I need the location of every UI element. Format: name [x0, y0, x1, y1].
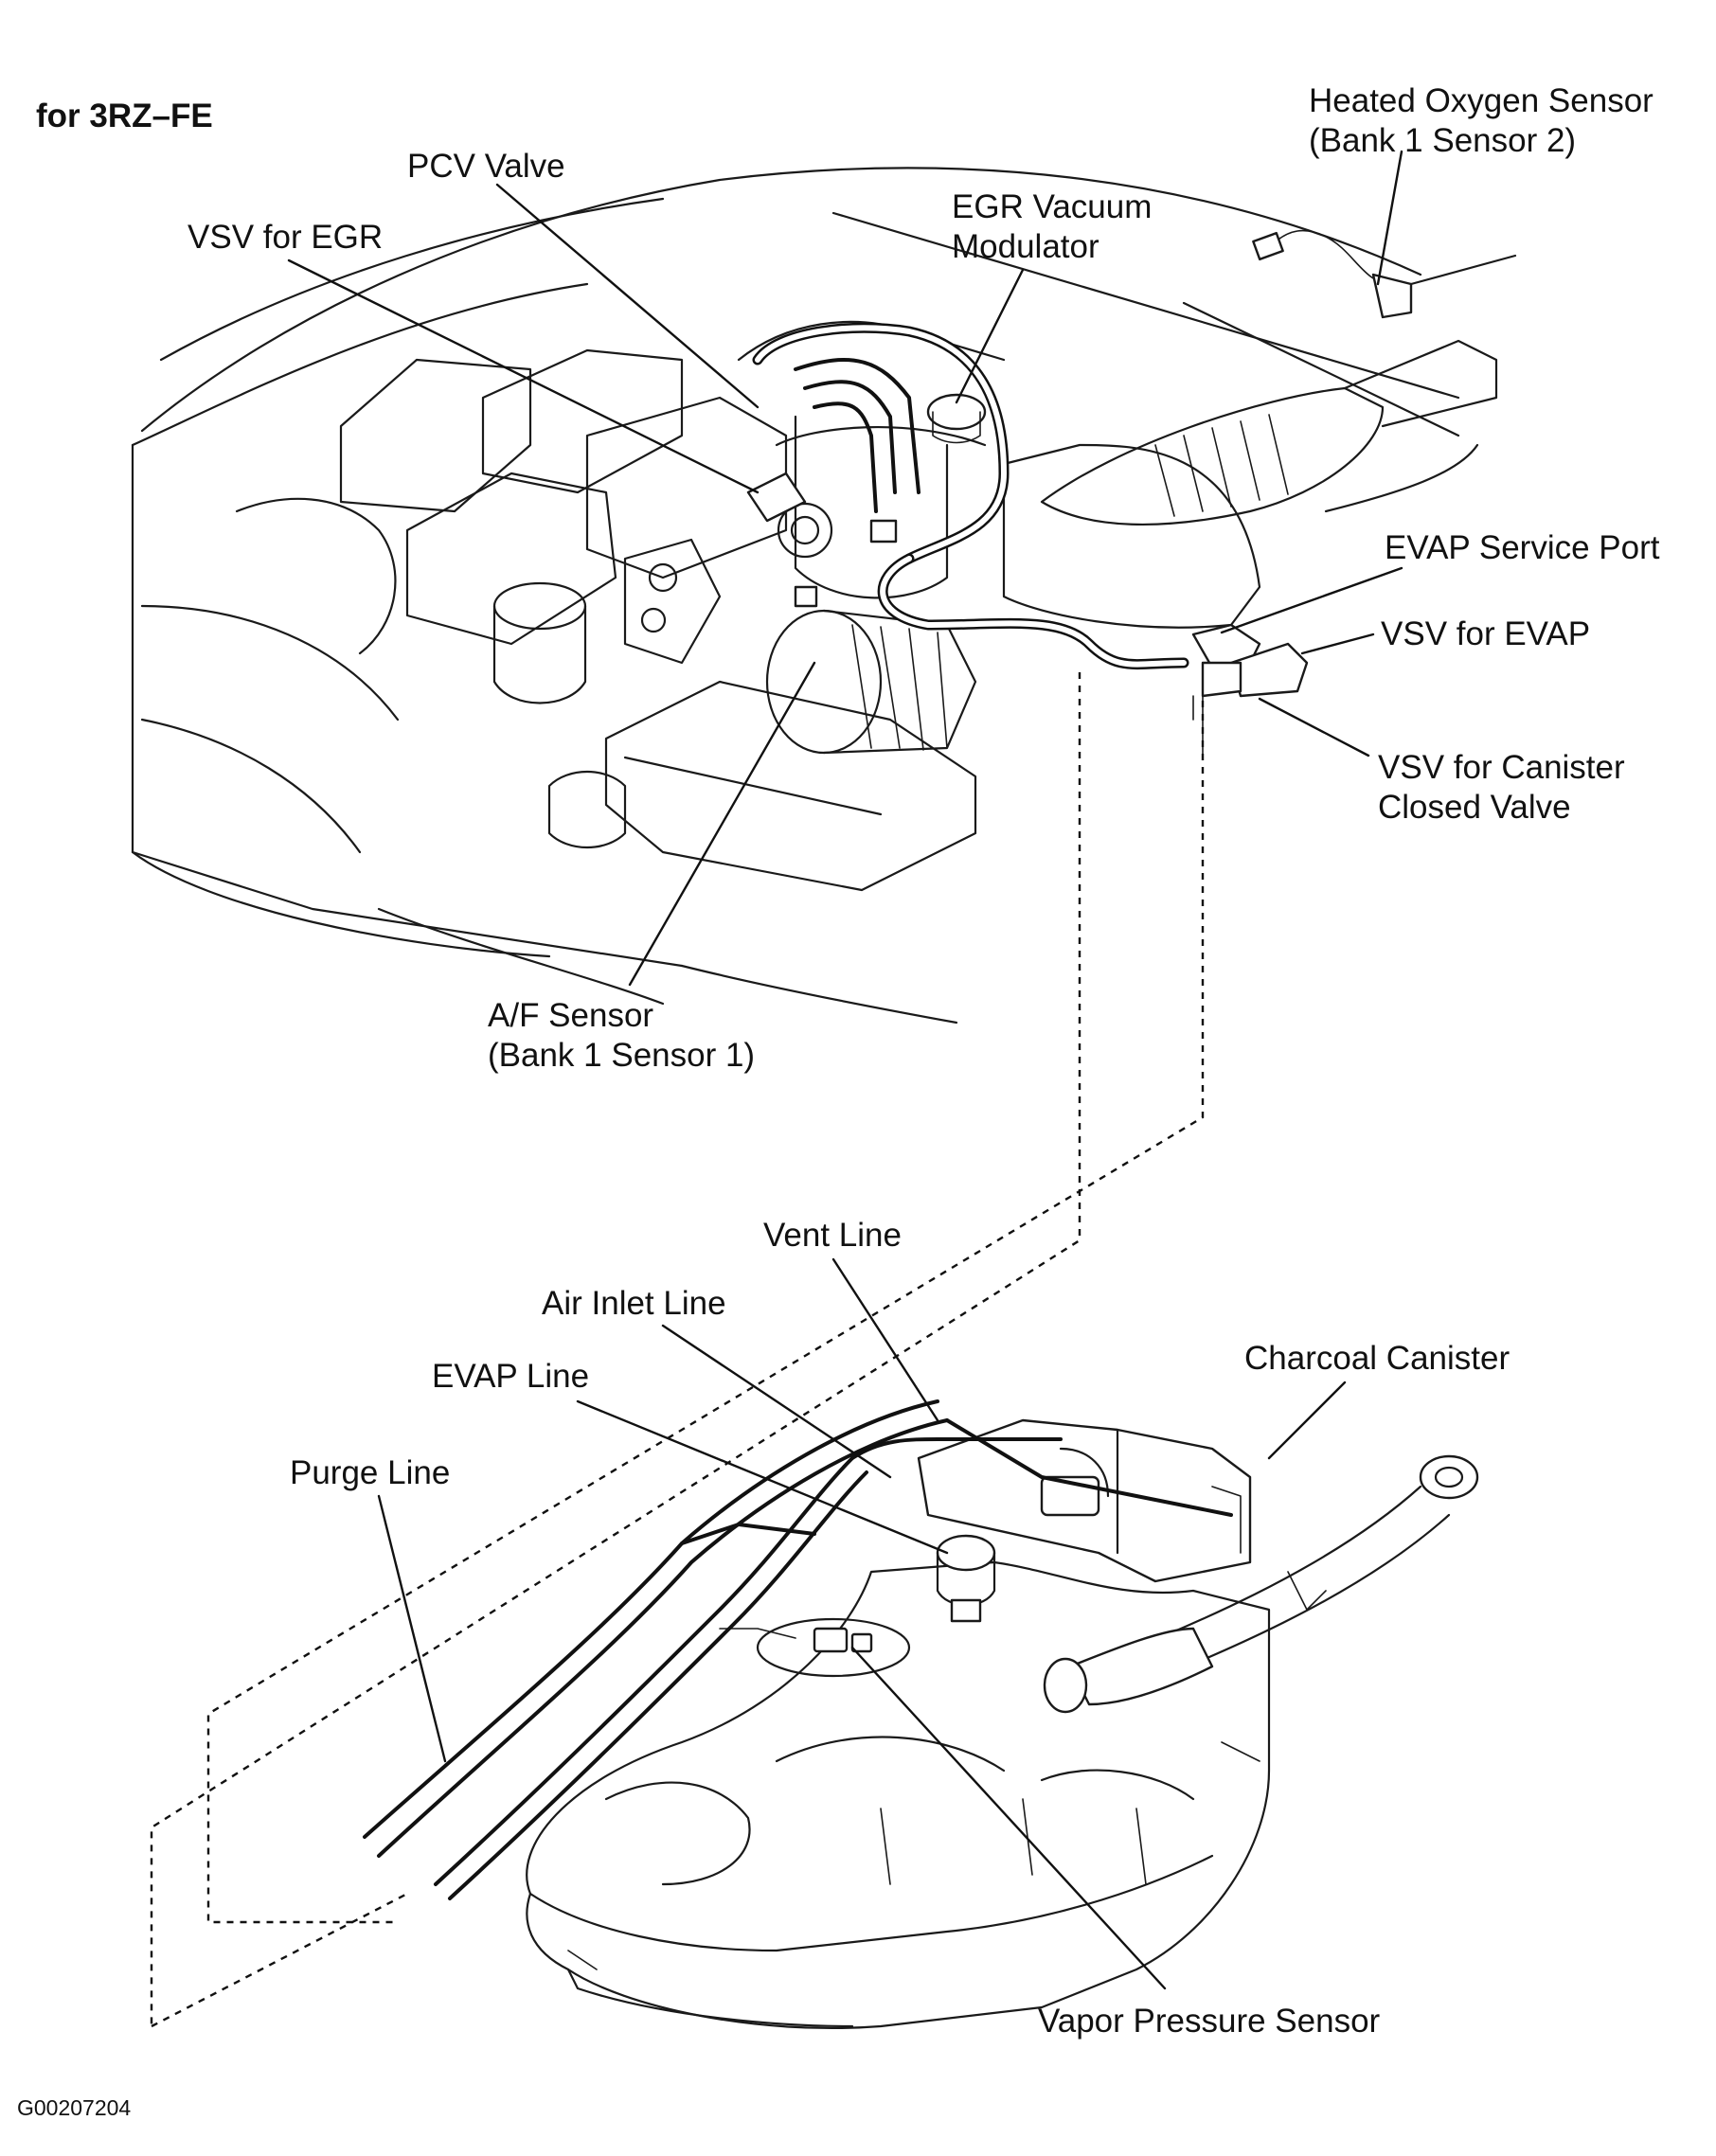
label-af-sensor: A/F Sensor (Bank 1 Sensor 1)	[488, 997, 756, 1074]
label-vsv-for-egr: VSV for EGR	[188, 219, 384, 256]
figure-code: G00207204	[17, 2095, 132, 2120]
label-vent-line: Vent Line	[763, 1217, 902, 1254]
figure-title: for 3RZ–FE	[36, 98, 213, 134]
label-vapor-pressure-sensor: Vapor Pressure Sensor	[1038, 2003, 1381, 2040]
label-evap-line: EVAP Line	[432, 1358, 590, 1395]
label-purge-line: Purge Line	[290, 1454, 451, 1491]
label-vsv-for-canister-closed-valve: VSV for Canister Closed Valve	[1378, 749, 1625, 826]
label-air-inlet-line: Air Inlet Line	[542, 1285, 726, 1322]
leader-lines	[287, 150, 1403, 1990]
fuel-tank-drawing	[363, 1399, 1479, 2029]
label-pcv-valve: PCV Valve	[407, 148, 565, 185]
label-evap-service-port: EVAP Service Port	[1385, 529, 1660, 566]
label-egr-vacuum-modulator: EGR Vacuum Modulator	[952, 188, 1153, 265]
engine-bay-drawing	[131, 167, 1517, 1025]
dashed-routing-lines	[150, 672, 1205, 2028]
label-vsv-for-evap: VSV for EVAP	[1381, 615, 1591, 652]
label-charcoal-canister: Charcoal Canister	[1244, 1340, 1510, 1377]
label-heated-oxygen-sensor: Heated Oxygen Sensor (Bank 1 Sensor 2)	[1309, 82, 1653, 159]
